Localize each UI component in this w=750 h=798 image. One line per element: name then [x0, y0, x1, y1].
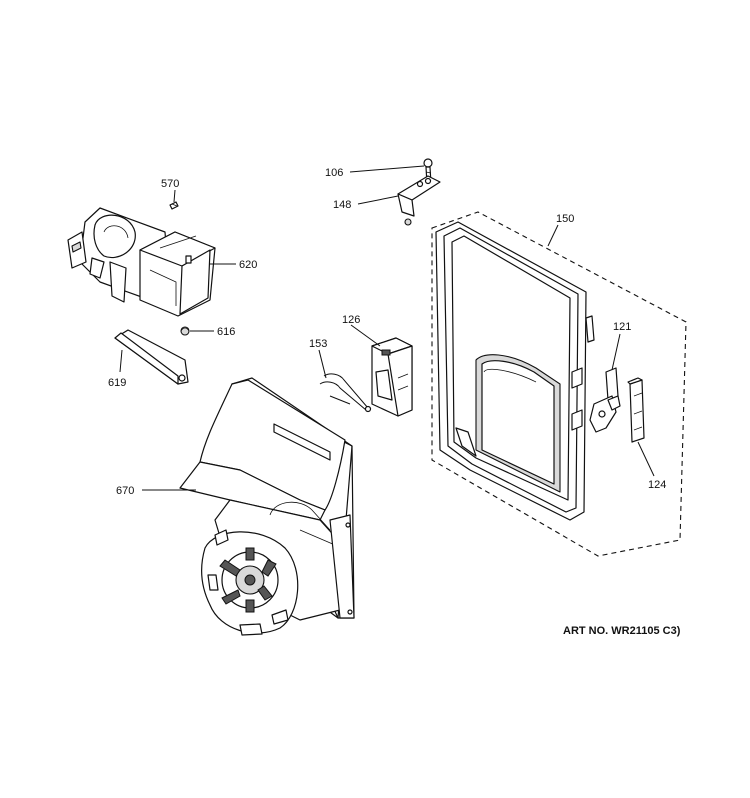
part-620-ice-maker	[67, 207, 216, 317]
callout-616: 616	[217, 326, 235, 338]
callout-124: 124	[648, 479, 666, 491]
part-153-spring	[319, 373, 372, 413]
part-670-ice-bucket	[179, 377, 355, 636]
callout-619: 619	[108, 377, 126, 389]
part-148-bracket	[397, 175, 441, 226]
callout-620: 620	[239, 259, 257, 271]
callout-106: 106	[325, 167, 343, 179]
leader-lines	[119, 165, 655, 491]
callout-150: 150	[556, 213, 574, 225]
part-570-screw	[169, 201, 179, 210]
callout-570: 570	[161, 178, 179, 190]
art-number: ART NO. WR21105 C3)	[563, 625, 681, 637]
part-619-arm	[114, 329, 189, 385]
part-126-bracket	[371, 337, 413, 417]
callout-148: 148	[333, 199, 351, 211]
callout-670: 670	[116, 485, 134, 497]
part-616-clip	[180, 326, 190, 336]
callout-153: 153	[309, 338, 327, 350]
callout-126: 126	[342, 314, 360, 326]
callout-121: 121	[613, 321, 631, 333]
part-150-door	[431, 211, 687, 557]
part-124-rail	[627, 377, 645, 443]
part-121-latch	[589, 367, 621, 433]
callout-labels: 570 106 148 150 620 616 619 126 153 121 …	[108, 167, 666, 497]
